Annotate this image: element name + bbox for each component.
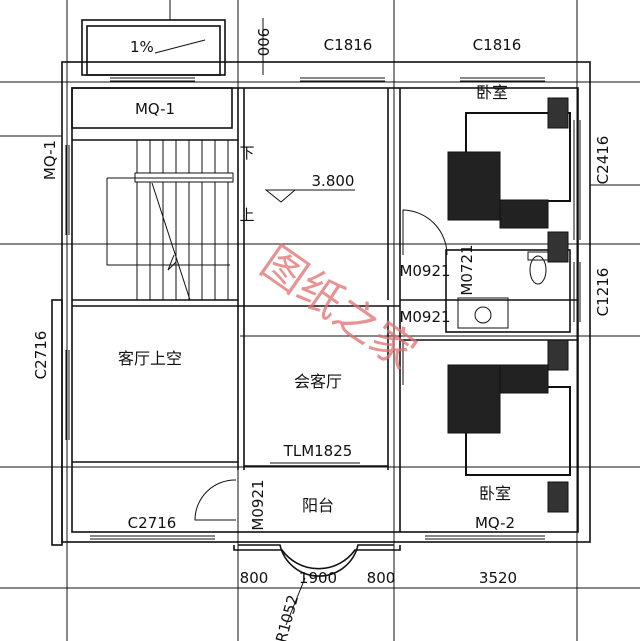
door-label-m0721: M0721 <box>458 244 476 295</box>
wall-label-mq1-left: MQ-1 <box>41 140 59 180</box>
window-label-c1216: C1216 <box>594 268 612 317</box>
dimension-800-left: 800 <box>240 569 269 587</box>
window-label-c2716-left: C2716 <box>32 331 50 380</box>
room-label-living-void: 客厅上空 <box>118 349 182 368</box>
radius-label: R1052 <box>272 593 302 641</box>
window-label-c1816-1: C1816 <box>324 36 373 54</box>
bed-top <box>447 97 571 263</box>
slope-label: 1% <box>130 38 154 56</box>
window-label-c2416: C2416 <box>594 136 612 185</box>
bathroom-fixtures <box>457 251 549 329</box>
dimension-lines <box>232 18 578 626</box>
window-label-c1816-2: C1816 <box>473 36 522 54</box>
door-label-tlm1825: TLM1825 <box>283 442 353 460</box>
wall-label-mq2: MQ-2 <box>475 514 515 532</box>
door-label-m0921-b: M0921 <box>399 308 450 326</box>
room-label-bedroom-bottom: 卧室 <box>479 484 511 503</box>
bed-bottom <box>447 339 571 513</box>
elevation-label: 3.800 <box>312 172 355 190</box>
dimension-800-right: 800 <box>367 569 396 587</box>
elevation-marker <box>154 39 355 203</box>
stair-down-label: 下 <box>239 144 254 162</box>
dim-900: 900 <box>254 28 272 57</box>
stair-up-label: 上 <box>239 206 254 224</box>
dimension-3520: 3520 <box>479 569 517 587</box>
windows <box>65 77 581 540</box>
dimension-1900: 1900 <box>299 569 337 587</box>
door-label-m0921-c: M0921 <box>249 479 267 530</box>
walls <box>51 19 591 577</box>
room-label-bedroom-top: 卧室 <box>476 83 508 102</box>
room-label-reception: 会客厅 <box>294 372 342 391</box>
door-label-m0921-a: M0921 <box>399 262 450 280</box>
wall-label-mq1: MQ-1 <box>135 100 175 118</box>
doors[interactable] <box>194 209 448 521</box>
room-label-balcony: 阳台 <box>302 496 334 515</box>
staircase[interactable] <box>106 140 234 301</box>
window-label-c2716-bottom: C2716 <box>128 514 177 532</box>
